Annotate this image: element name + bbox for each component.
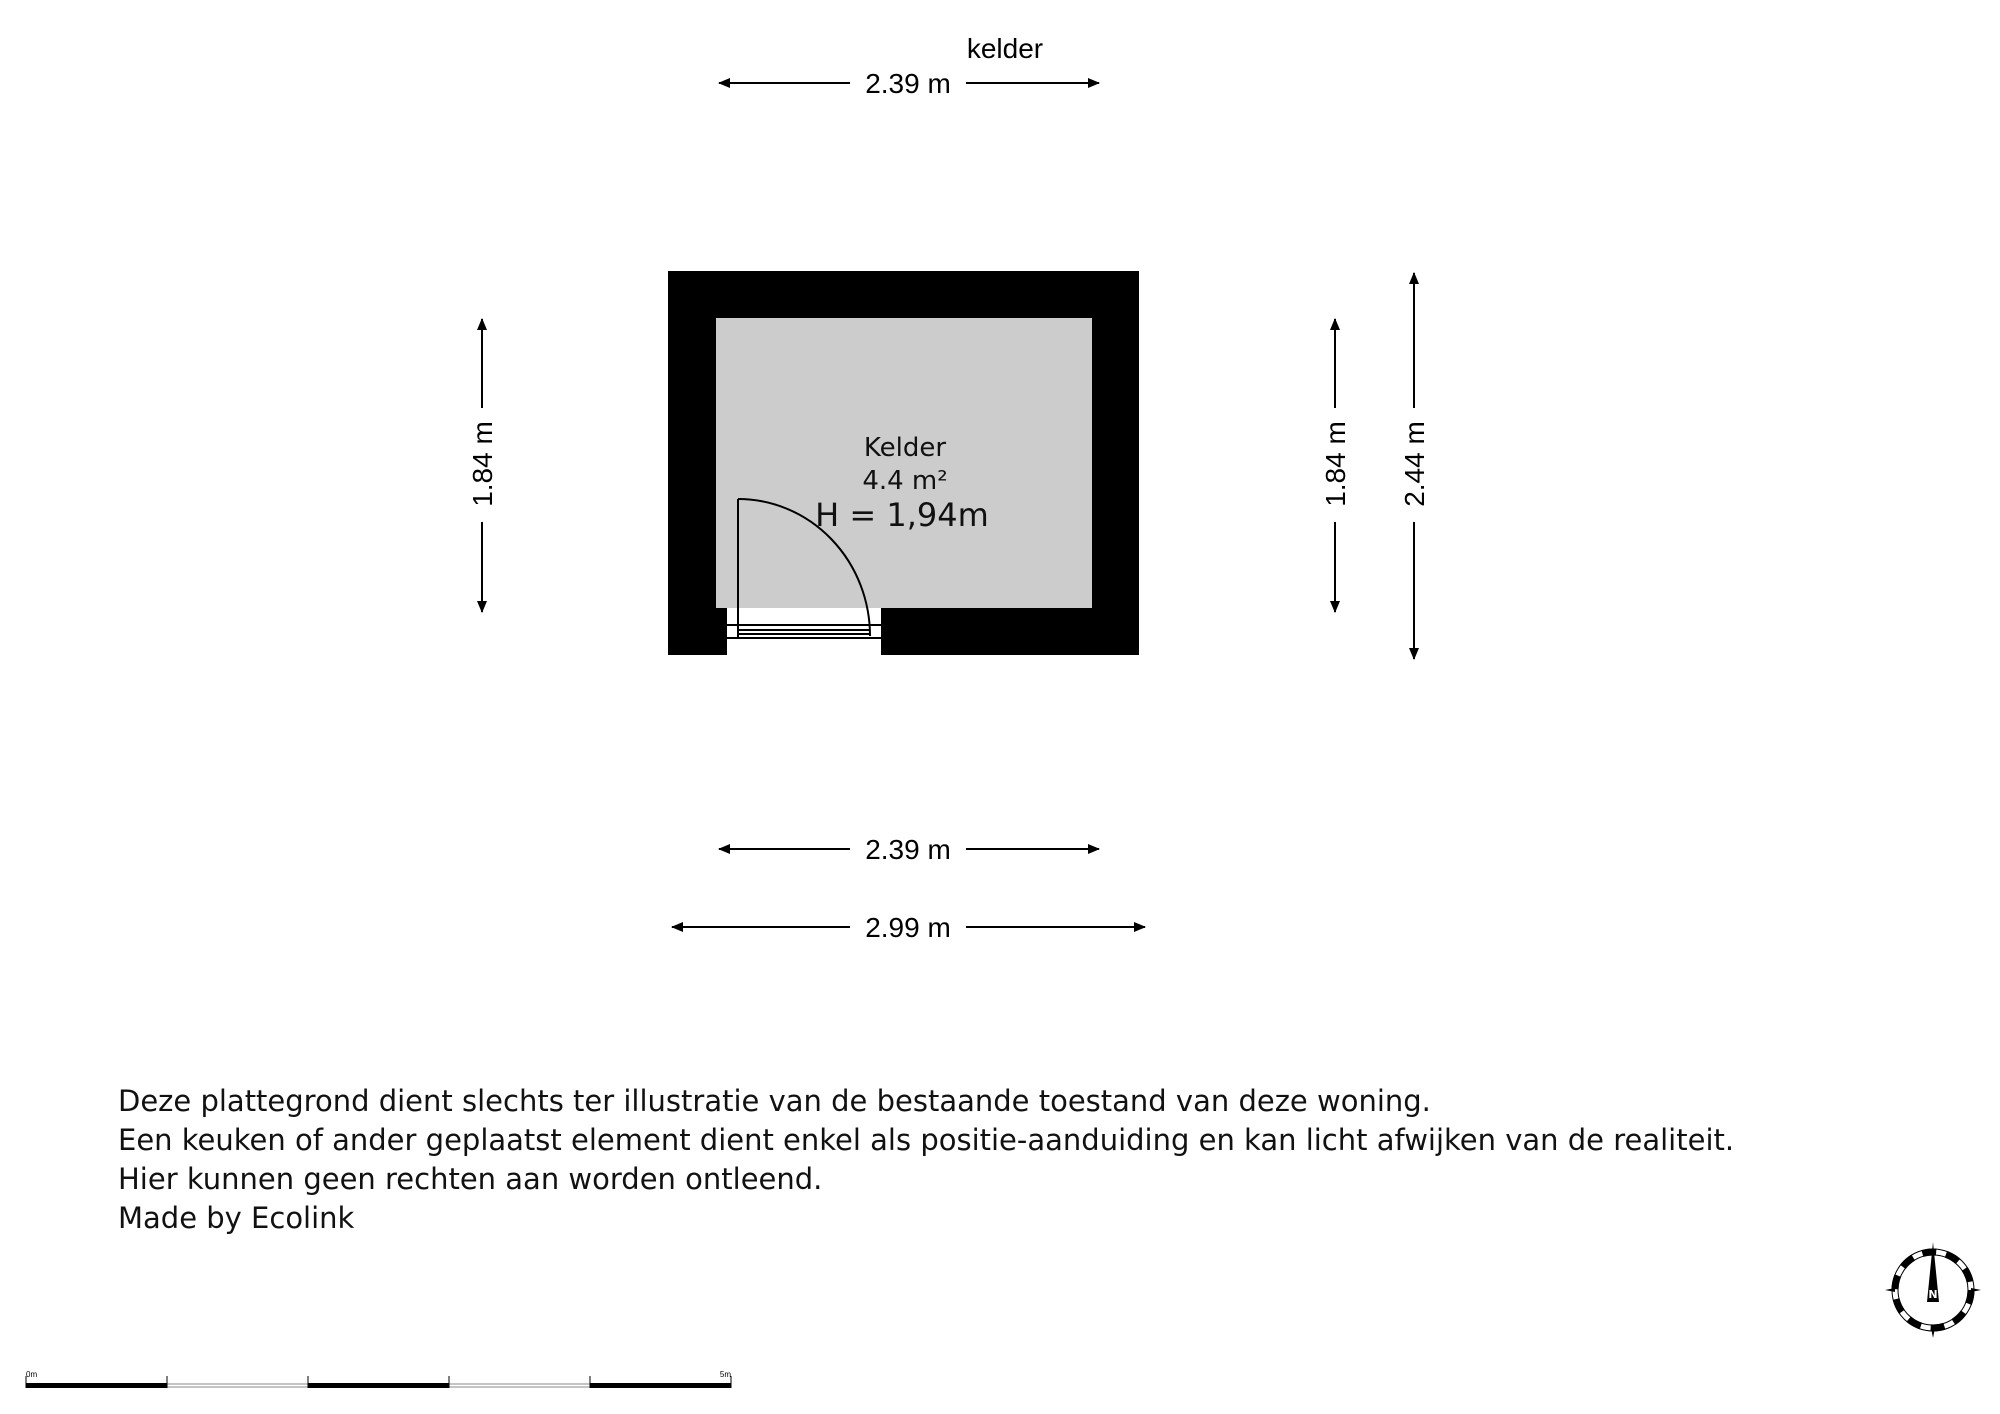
credit-line: Made by Ecolink [118,1201,355,1235]
compass-icon: N [1885,1242,1981,1338]
floor-title: kelder [967,33,1043,64]
room-name: Kelder [864,433,946,463]
dimension-label: 2.44 m [1399,421,1430,507]
dimension-top: 2.39 m [718,68,1100,99]
disclaimer-line: Hier kunnen geen rechten aan worden ontl… [118,1162,823,1196]
room-floor [716,318,1092,608]
scale-end-label: 5m [720,1370,731,1379]
door-opening [727,608,881,656]
room-height: H = 1,94m [815,496,989,534]
disclaimer-line: Een keuken of ander geplaatst element di… [118,1123,1735,1157]
room-area: 4.4 m² [862,466,947,496]
scale-bar: 0m 5m [25,1370,732,1388]
dimension-label: 2.39 m [865,68,951,99]
dimension-left: 1.84 m [467,318,498,613]
room-kelder: Kelder 4.4 m² H = 1,94m [668,271,1139,656]
dimension-bottom-inner: 2.39 m [718,834,1100,865]
dimension-label: 2.99 m [865,912,951,943]
dimension-right-outer: 2.44 m [1399,272,1430,660]
dimension-bottom-outer: 2.99 m [671,912,1146,943]
compass-north-label: N [1928,1288,1937,1301]
disclaimer-line: Deze plattegrond dient slechts ter illus… [118,1084,1431,1118]
dimension-label: 1.84 m [467,421,498,507]
dimension-right-inner: 1.84 m [1320,318,1351,613]
disclaimer: Deze plattegrond dient slechts ter illus… [118,1082,1734,1238]
dimension-label: 2.39 m [865,834,951,865]
scale-start-label: 0m [26,1370,37,1379]
door [727,498,881,639]
dimension-label: 1.84 m [1320,421,1351,507]
